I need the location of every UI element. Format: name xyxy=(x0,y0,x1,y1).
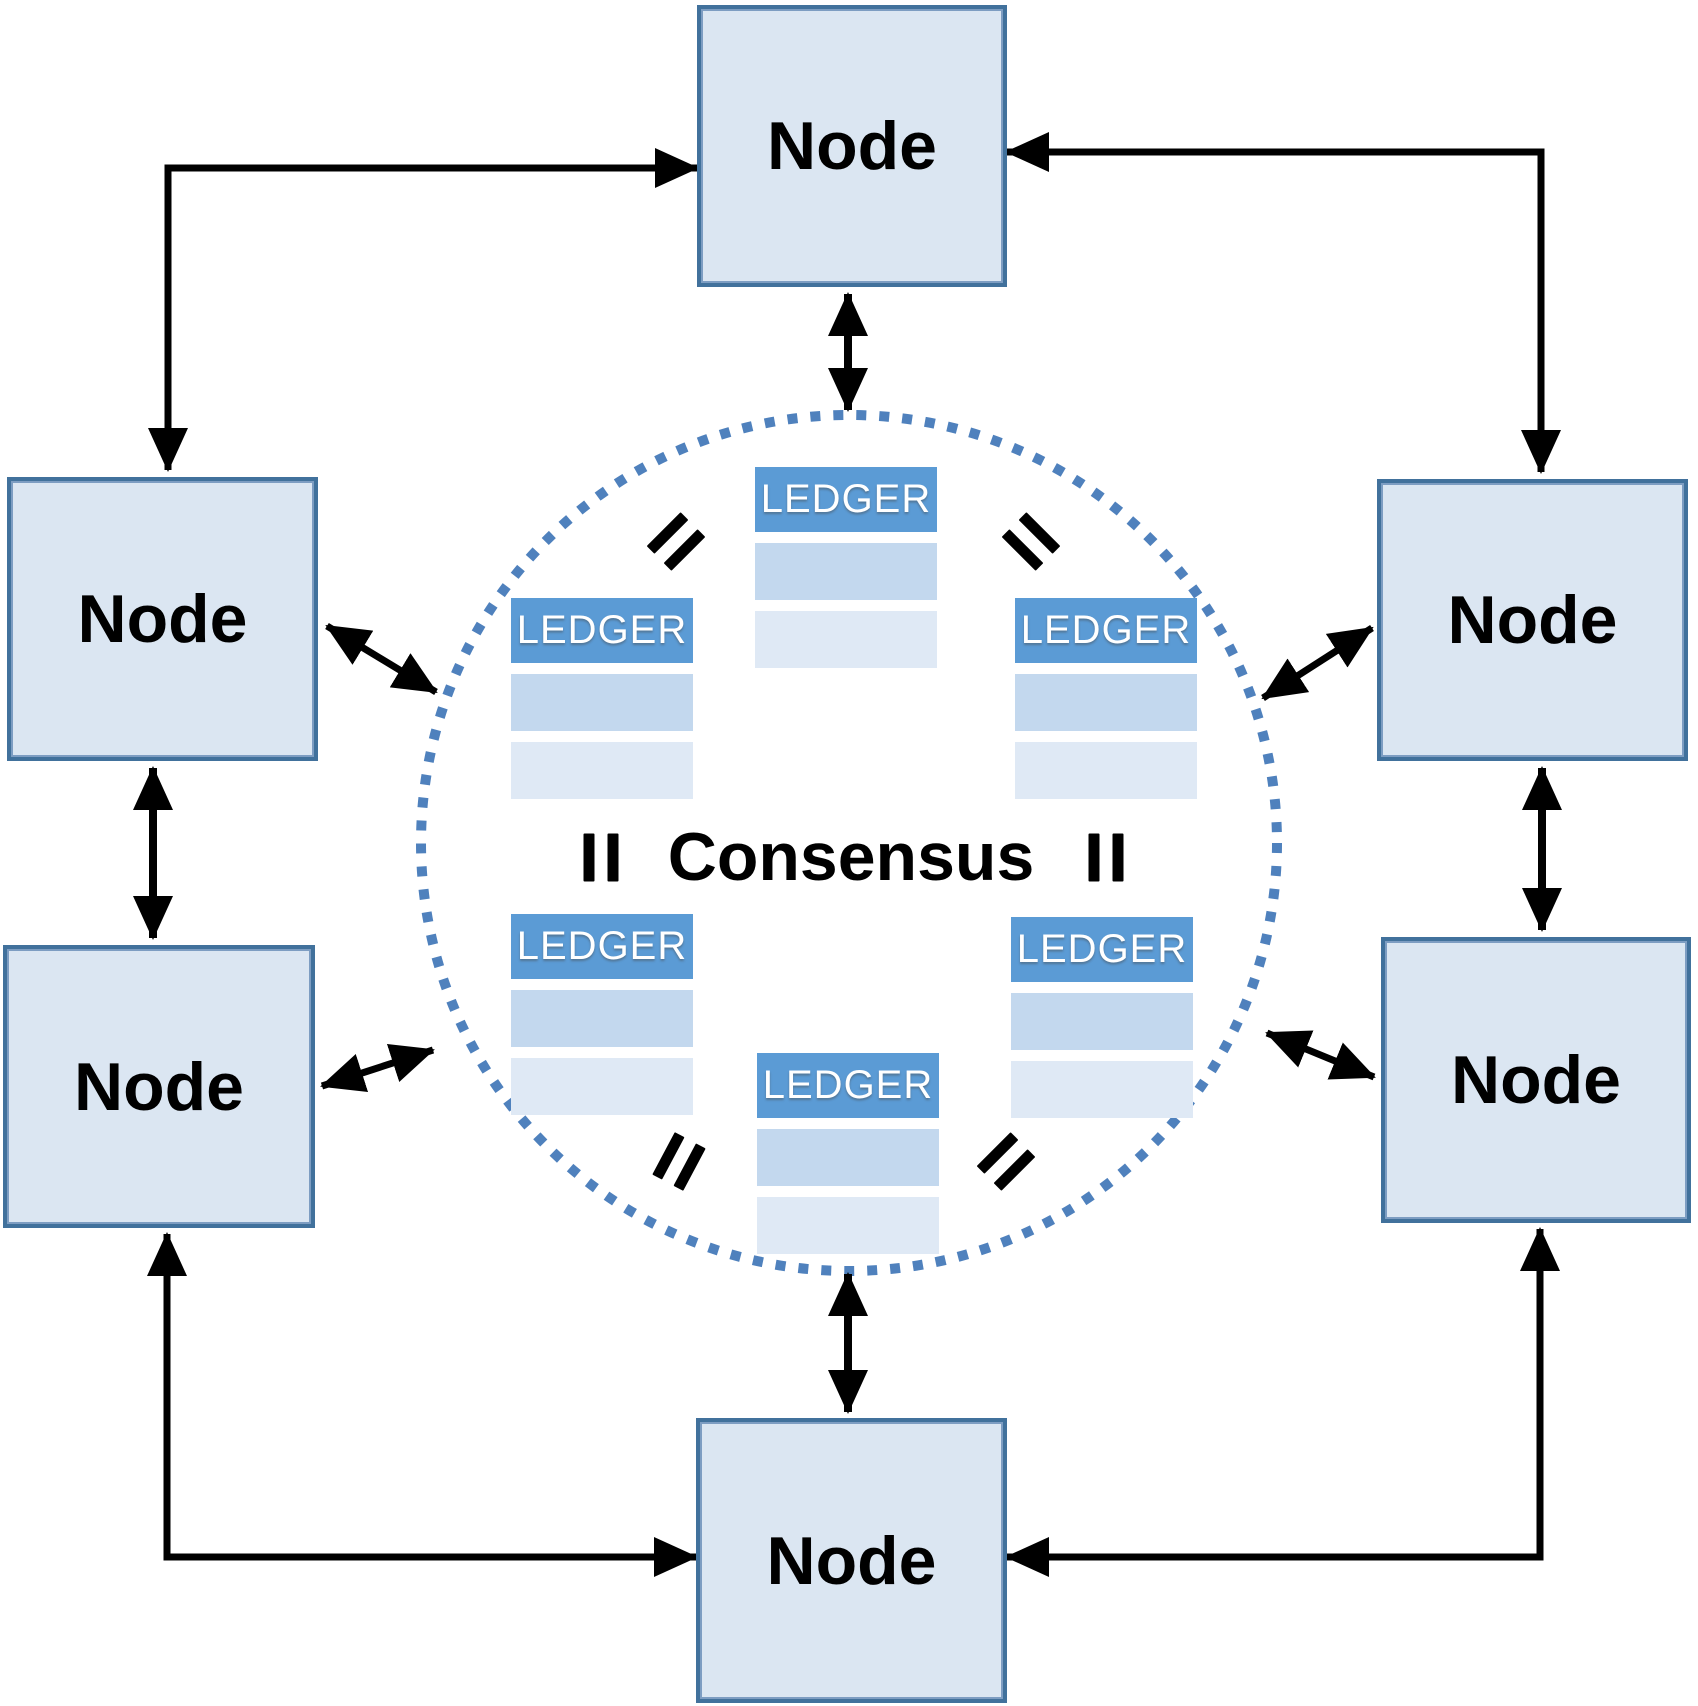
node-label: Node xyxy=(1451,1042,1621,1118)
ledger-right: LEDGER xyxy=(1015,598,1197,799)
node-box-right-top: Node xyxy=(1377,479,1688,761)
ledger-bottom: LEDGER xyxy=(757,1053,939,1254)
ledger-bottom-left: LEDGER xyxy=(511,914,693,1115)
node-label: Node xyxy=(1447,582,1618,658)
ledger-bottom-right: LEDGER xyxy=(1011,917,1193,1118)
ledger-row xyxy=(1011,993,1193,1050)
consensus-circle xyxy=(416,410,1282,1276)
arrow-corner-bottom-right xyxy=(1005,1227,1560,1577)
arrow-righttop-node-circle xyxy=(1261,625,1374,701)
ledger-header: LEDGER xyxy=(1011,917,1193,982)
ledger-header: LEDGER xyxy=(511,914,693,979)
ledger-row xyxy=(755,543,937,600)
ledger-header: LEDGER xyxy=(511,598,693,663)
node-label: Node xyxy=(767,108,937,184)
arrow-lefttop-node-circle xyxy=(325,623,438,695)
ledger-row xyxy=(757,1129,939,1186)
node-box-right-bottom: Node xyxy=(1381,937,1691,1223)
arrow-corner-top-right xyxy=(1005,132,1561,474)
ledger-top: LEDGER xyxy=(755,467,937,668)
ledger-row xyxy=(755,611,937,668)
node-box-left-bottom: Node xyxy=(3,945,315,1228)
arrow-corner-bottom-left xyxy=(147,1232,698,1577)
ledger-row xyxy=(511,742,693,799)
ledger-header: LEDGER xyxy=(755,467,937,532)
node-box-left-top: Node xyxy=(7,477,318,761)
node-label: Node xyxy=(74,1048,244,1125)
node-box-top: Node xyxy=(697,5,1007,287)
ledger-row xyxy=(757,1197,939,1254)
node-box-bottom: Node xyxy=(696,1418,1007,1703)
ledger-row xyxy=(1015,742,1197,799)
ledger-left: LEDGER xyxy=(511,598,693,799)
equals-mark-east xyxy=(1088,833,1124,882)
equals-mark-west xyxy=(583,833,619,882)
ledger-header: LEDGER xyxy=(757,1053,939,1118)
ledger-row xyxy=(1015,674,1197,731)
node-label: Node xyxy=(77,581,248,657)
arrow-leftbottom-node-circle xyxy=(320,1043,435,1093)
arrow-corner-top-left xyxy=(148,148,699,472)
ledger-row xyxy=(511,674,693,731)
ledger-row xyxy=(511,1058,693,1115)
ledger-row xyxy=(511,990,693,1047)
consensus-label: Consensus xyxy=(667,819,1035,895)
ledger-header: LEDGER xyxy=(1015,598,1197,663)
arrow-rightbottom-node-circle xyxy=(1265,1029,1376,1081)
ledger-row xyxy=(1011,1061,1193,1118)
node-label: Node xyxy=(766,1522,937,1599)
